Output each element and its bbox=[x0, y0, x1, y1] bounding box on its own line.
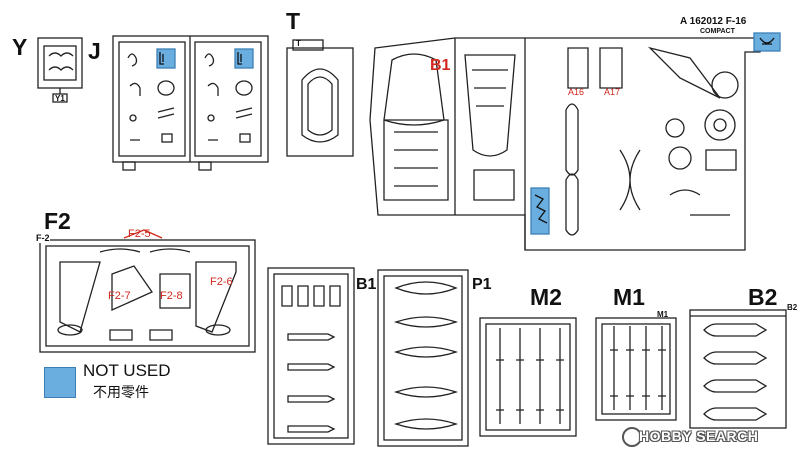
sprue-j bbox=[112, 35, 269, 171]
legend-not-used: NOT USED bbox=[83, 361, 171, 380]
sprue-m2 bbox=[479, 317, 577, 437]
sprue-b1-main bbox=[369, 32, 781, 251]
sprue-b2 bbox=[689, 309, 787, 429]
tab-y1: Y1 bbox=[55, 94, 65, 103]
sprue-label-p1: P1 bbox=[472, 276, 492, 293]
sprue-label-b1: B1 bbox=[356, 276, 377, 293]
callout-f2-7: F2-7 bbox=[108, 290, 131, 302]
sprue-label-t: T bbox=[286, 8, 301, 34]
sprue-label-f2: F2 bbox=[44, 208, 71, 234]
callout-f2-6: F2-6 bbox=[210, 276, 233, 288]
callout-a17: A17 bbox=[604, 87, 621, 97]
sprue-m1 bbox=[595, 317, 677, 421]
sprue-t bbox=[286, 39, 354, 157]
kit-sub: COMPACT bbox=[700, 28, 735, 35]
sprue-label-m2: M2 bbox=[530, 284, 562, 310]
sprue-label-j: J bbox=[88, 38, 101, 64]
legend-swatch bbox=[44, 367, 76, 398]
sprue-label-b2: B2 bbox=[748, 284, 778, 310]
tab-b2: B2 bbox=[787, 303, 798, 312]
watermark: HOBBY SEARCH bbox=[639, 428, 759, 444]
callout-a16: A16 bbox=[568, 87, 585, 97]
sprue-label-m1: M1 bbox=[613, 284, 645, 310]
kit-code: A 162012 F-16 bbox=[680, 16, 747, 27]
sprue-b1-weapons bbox=[267, 267, 355, 445]
tab-f2: F-2 bbox=[36, 233, 50, 243]
sprue-label-y: Y bbox=[12, 34, 28, 60]
tab-m1: M1 bbox=[657, 310, 669, 319]
callout-f2-8: F2-8 bbox=[160, 290, 183, 302]
sprue-f2 bbox=[39, 229, 256, 353]
sprue-p1 bbox=[377, 269, 469, 447]
sprue-y bbox=[37, 37, 83, 103]
callout-b1: B1 bbox=[430, 57, 451, 74]
callout-f2-5: F2-5 bbox=[128, 228, 151, 240]
legend-not-used-chinese: 不用零件 bbox=[93, 384, 149, 400]
watermark-logo-icon bbox=[622, 427, 642, 447]
tab-t: T bbox=[296, 39, 301, 48]
